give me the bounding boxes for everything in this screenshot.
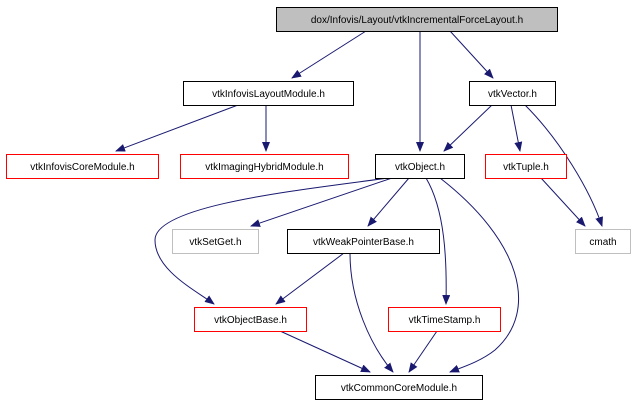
- edge-root-to-layoutmod: [291, 30, 367, 79]
- edge-weakptr-to-objbase: [275, 252, 345, 305]
- node-tuple[interactable]: vtkTuple.h: [485, 154, 567, 179]
- node-box-layoutmod: [183, 81, 354, 106]
- node-box-root: [276, 7, 558, 32]
- node-box-cmath: [575, 229, 631, 254]
- edge-object-to-timestamp: [425, 177, 451, 305]
- node-label-cmath: cmath: [589, 237, 616, 248]
- node-weakptr[interactable]: vtkWeakPointerBase.h: [287, 229, 440, 254]
- edge-root-to-vector: [449, 30, 494, 79]
- edge-object-to-objbase: [154, 177, 389, 305]
- edge-object-to-setget: [250, 177, 393, 227]
- node-label-common: vtkCommonCoreModule.h: [341, 383, 457, 394]
- node-label-objbase: vtkObjectBase.h: [214, 315, 287, 326]
- node-label-root: dox/Infovis/Layout/vtkIncrementalForceLa…: [311, 15, 523, 26]
- node-root[interactable]: dox/Infovis/Layout/vtkIncrementalForceLa…: [276, 7, 558, 32]
- node-label-timestamp: vtkTimeStamp.h: [409, 315, 481, 326]
- node-layoutmod[interactable]: vtkInfovisLayoutModule.h: [183, 81, 354, 106]
- node-objbase[interactable]: vtkObjectBase.h: [194, 307, 307, 332]
- edge-layoutmod-to-coremod: [115, 104, 239, 152]
- edge-tuple-to-cmath: [540, 177, 586, 227]
- node-hybrid[interactable]: vtkImagingHybridModule.h: [180, 154, 349, 179]
- node-box-weakptr: [287, 229, 440, 254]
- edge-vector-to-cmath: [524, 104, 603, 227]
- node-box-tuple: [485, 154, 567, 179]
- edge-vector-to-object: [443, 104, 493, 152]
- node-box-common: [315, 375, 483, 400]
- node-box-timestamp: [388, 307, 501, 332]
- node-vector[interactable]: vtkVector.h: [469, 81, 556, 106]
- node-label-layoutmod: vtkInfovisLayoutModule.h: [212, 89, 325, 100]
- edge-timestamp-to-common: [408, 330, 438, 373]
- node-label-tuple: vtkTuple.h: [503, 162, 549, 173]
- node-object[interactable]: vtkObject.h: [375, 154, 465, 179]
- node-cmath[interactable]: cmath: [575, 229, 631, 254]
- node-common[interactable]: vtkCommonCoreModule.h: [315, 375, 483, 400]
- node-box-coremod: [6, 154, 159, 179]
- node-label-vector: vtkVector.h: [488, 89, 537, 100]
- edge-object-to-weakptr: [367, 177, 410, 227]
- node-box-hybrid: [180, 154, 349, 179]
- node-label-coremod: vtkInfovisCoreModule.h: [30, 162, 135, 173]
- edge-objbase-to-common: [279, 330, 371, 373]
- edge-object-to-common: [439, 177, 519, 373]
- node-box-vector: [469, 81, 556, 106]
- node-setget[interactable]: vtkSetGet.h: [172, 229, 259, 254]
- edge-vector-to-tuple: [510, 104, 523, 152]
- node-box-objbase: [194, 307, 307, 332]
- edge-weakptr-to-common: [349, 252, 394, 373]
- node-label-hybrid: vtkImagingHybridModule.h: [205, 162, 323, 173]
- node-coremod[interactable]: vtkInfovisCoreModule.h: [6, 154, 159, 179]
- node-label-setget: vtkSetGet.h: [189, 237, 241, 248]
- node-timestamp[interactable]: vtkTimeStamp.h: [388, 307, 501, 332]
- node-layer: dox/Infovis/Layout/vtkIncrementalForceLa…: [6, 7, 631, 400]
- edge-layer: [115, 30, 603, 373]
- node-label-weakptr: vtkWeakPointerBase.h: [313, 237, 414, 248]
- node-box-setget: [172, 229, 259, 254]
- node-box-object: [375, 154, 465, 179]
- node-label-object: vtkObject.h: [395, 162, 445, 173]
